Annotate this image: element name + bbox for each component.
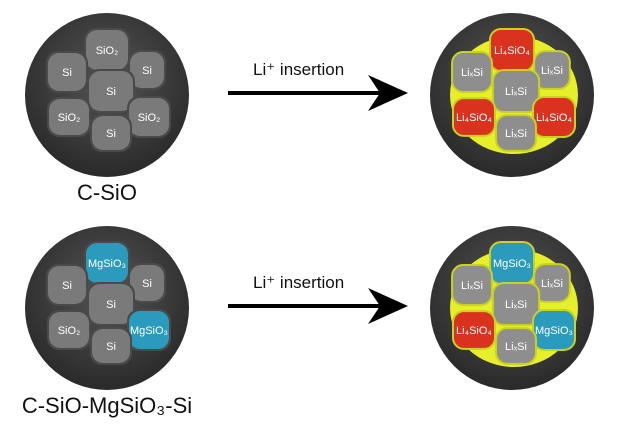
particle-li4sio4	[452, 97, 496, 137]
particle-lixsi	[533, 50, 571, 90]
particle-lixsi	[451, 51, 493, 93]
particle-label: Li₄SiO₄	[456, 325, 492, 337]
particle-label: LiₓSi	[541, 65, 563, 77]
particle-label: SiO₂	[58, 112, 81, 124]
particle-si	[130, 52, 164, 88]
particle-si	[130, 265, 164, 301]
particle-label: Si	[106, 128, 116, 140]
particle-label: SiO₂	[138, 112, 161, 124]
particle-sio2	[49, 99, 89, 135]
particle-sio2	[86, 30, 128, 70]
particle-label: Si	[142, 278, 152, 290]
particle-lixsi	[495, 114, 537, 152]
particle-label: Li₄SiO₄	[494, 45, 530, 57]
particle-label: MgSiO₃	[535, 325, 573, 337]
particle-label: SiO₂	[96, 45, 119, 57]
particle-si	[48, 53, 86, 91]
particle-si	[92, 116, 130, 150]
particle-sio2	[49, 312, 89, 348]
particle-label: SiO₂	[58, 325, 81, 337]
particle-label: LiₓSi	[505, 299, 527, 311]
particle-label: LiₓSi	[505, 128, 527, 140]
particle-li4sio4	[452, 310, 496, 350]
particle-si	[89, 71, 133, 111]
particle-si	[92, 329, 130, 363]
particle-lixsi	[451, 264, 493, 306]
particle-label: LiₓSi	[541, 278, 563, 290]
particle-label: Si	[106, 299, 116, 311]
particle-si	[89, 284, 133, 324]
particle-lixsi	[491, 69, 541, 113]
particle-label: Si	[62, 67, 72, 79]
particle-mgsio3	[532, 309, 576, 351]
particle-label: Li₄SiO₄	[536, 112, 572, 124]
material-caption: C-SiO	[77, 180, 137, 205]
particle-label: Li₄SiO₄	[456, 112, 492, 124]
particle-label: LiₓSi	[461, 67, 483, 79]
particle-label: Si	[106, 341, 116, 353]
particle-si	[48, 266, 86, 304]
particle-label: MgSiO₃	[130, 325, 168, 337]
material-caption: C-SiO-MgSiO₃-Si	[22, 393, 192, 418]
particle-lixsi	[491, 282, 541, 326]
particle-label: LiₓSi	[505, 86, 527, 98]
particle-lixsi	[495, 327, 537, 365]
particle-label: MgSiO₃	[88, 258, 126, 270]
particle-label: LiₓSi	[505, 341, 527, 353]
particle-label: Si	[62, 280, 72, 292]
particle-label: Si	[142, 65, 152, 77]
arrow-2: Li⁺ insertion	[228, 273, 408, 324]
particle-label: MgSiO₃	[493, 258, 531, 270]
arrow-label: Li⁺ insertion	[253, 273, 344, 292]
particle-li4sio4	[532, 96, 576, 138]
particle-label: Si	[106, 86, 116, 98]
particle-sio2	[129, 98, 169, 136]
particle-lixsi	[533, 263, 571, 303]
particle-mgsio3	[129, 311, 169, 349]
particle-mgsio3	[86, 243, 128, 283]
arrow-head	[368, 288, 408, 324]
arrow-label: Li⁺ insertion	[253, 60, 344, 79]
particle-label: LiₓSi	[461, 280, 483, 292]
arrow-head	[368, 75, 408, 111]
arrow-1: Li⁺ insertion	[228, 60, 408, 111]
